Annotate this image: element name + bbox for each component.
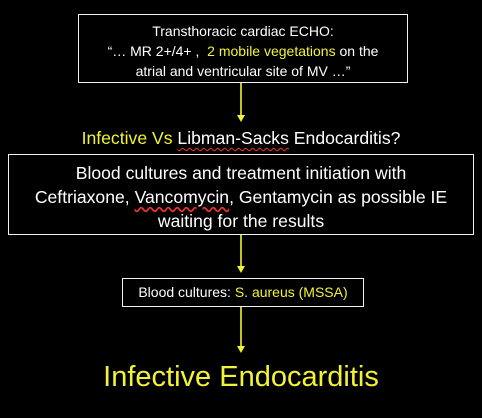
treatment-line-2: Ceftriaxone, Vancomycin, Gentamycin as p… (9, 185, 473, 209)
question-libman-sacks: Libman-Sacks (177, 128, 289, 148)
differential-question: Infective Vs Libman-Sacks Endocarditis? (0, 128, 482, 149)
final-diagnosis: Infective Endocarditis (103, 361, 379, 393)
echo-vegetations-highlight: 2 mobile vegetations (207, 43, 336, 59)
echo-line-2: “… MR 2+/4+ , 2 mobile vegetations on th… (79, 41, 407, 61)
treatment-line-1: Blood cultures and treatment initiation … (75, 163, 407, 183)
treatment-ceftriaxone: Ceftriaxone, (34, 187, 135, 207)
echo-findings-box: Transthoracic cardiac ECHO: “… MR 2+/4+ … (78, 14, 408, 83)
arrowhead-echo-to-question (237, 115, 245, 122)
arrowhead-result-to-final (237, 346, 245, 353)
blood-culture-result-box: Blood cultures: S. aureus (MSSA) (122, 278, 364, 307)
cultures-treatment-box: Blood cultures and treatment initiation … (8, 154, 474, 235)
treatment-vancomycin: Vancomycin (134, 187, 230, 207)
echo-line-2-suffix: on the (335, 43, 379, 59)
blood-result-organism: S. aureus (MSSA) (234, 284, 348, 300)
question-endocarditis: Endocarditis? (288, 128, 401, 148)
echo-line-1: Transthoracic cardiac ECHO: (152, 23, 334, 39)
echo-line-3: atrial and ventricular site of MV …” (135, 63, 351, 79)
echo-line-2-prefix: “… MR 2+/4+ , (107, 43, 208, 59)
treatment-gentamycin: , Gentamycin as possible IE (229, 187, 448, 207)
question-infective-vs: Infective Vs (81, 128, 173, 148)
arrowhead-treatment-to-result (237, 266, 245, 273)
blood-result-label: Blood cultures: (138, 284, 235, 300)
treatment-line-3: waiting for the results (157, 211, 325, 231)
